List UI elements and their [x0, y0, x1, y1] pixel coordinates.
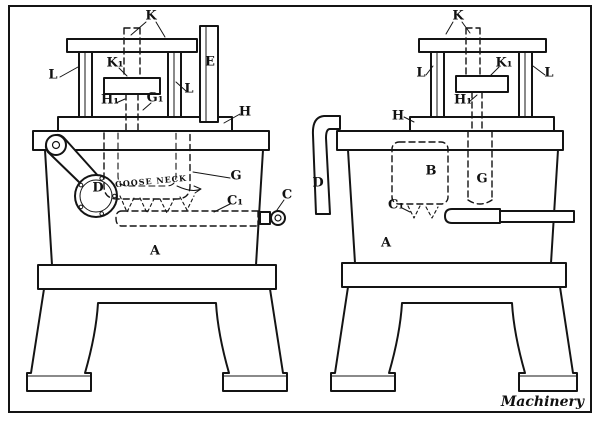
flange-circle [74, 174, 118, 218]
right-machine-stand [330, 286, 578, 392]
label-right-c1: C₁ [387, 197, 405, 213]
right-machine-upper-frame [418, 38, 547, 118]
label-left-a: A [149, 243, 161, 259]
label-right-l-left: L [416, 65, 426, 81]
right-machine-lever-d [311, 115, 341, 215]
label-left-l-right: L [184, 81, 194, 97]
label-left-c: C [281, 187, 293, 203]
label-right-b: B [425, 163, 437, 179]
label-left-e: E [205, 54, 215, 70]
right-machine-leaders [401, 21, 546, 213]
clamp-bolt-c [259, 210, 286, 226]
label-right-l-right: L [544, 65, 554, 81]
left-machine-hidden-lines [103, 27, 259, 227]
label-right-h: H [391, 108, 405, 124]
label-left-l-left: L [48, 67, 58, 83]
label-left-k1: K₁ [106, 55, 124, 71]
feed-rod [444, 208, 575, 224]
label-left-d: D [92, 180, 104, 196]
left-machine-stand [26, 288, 288, 392]
left-machine [26, 21, 288, 392]
punch-block [455, 75, 509, 93]
label-right-d: D [312, 175, 324, 191]
pivot-pin [45, 134, 67, 156]
right-machine-body [336, 116, 567, 288]
label-left-g: G [230, 168, 242, 184]
left-machine-leaders [59, 21, 285, 213]
label-right-g: G [476, 171, 488, 187]
label-left-h: H [238, 104, 252, 120]
right-machine-hidden-lines [391, 27, 493, 219]
label-left-h1: H₁ [101, 92, 119, 108]
left-machine-lever-d [44, 133, 118, 218]
bar-e [199, 25, 219, 123]
label-right-k: K [452, 8, 464, 24]
label-left-c1: C₁ [226, 193, 244, 209]
left-machine-upper-frame [66, 25, 219, 123]
punch-block [103, 77, 161, 95]
label-right-k1: K₁ [495, 55, 513, 71]
label-right-h1: H₁ [454, 92, 472, 108]
label-left-g1: G₁ [146, 90, 164, 106]
label-right-a: A [380, 235, 392, 251]
right-machine [311, 21, 578, 392]
machinery-signature: Machinery [500, 394, 584, 410]
label-left-k: K [145, 8, 157, 24]
